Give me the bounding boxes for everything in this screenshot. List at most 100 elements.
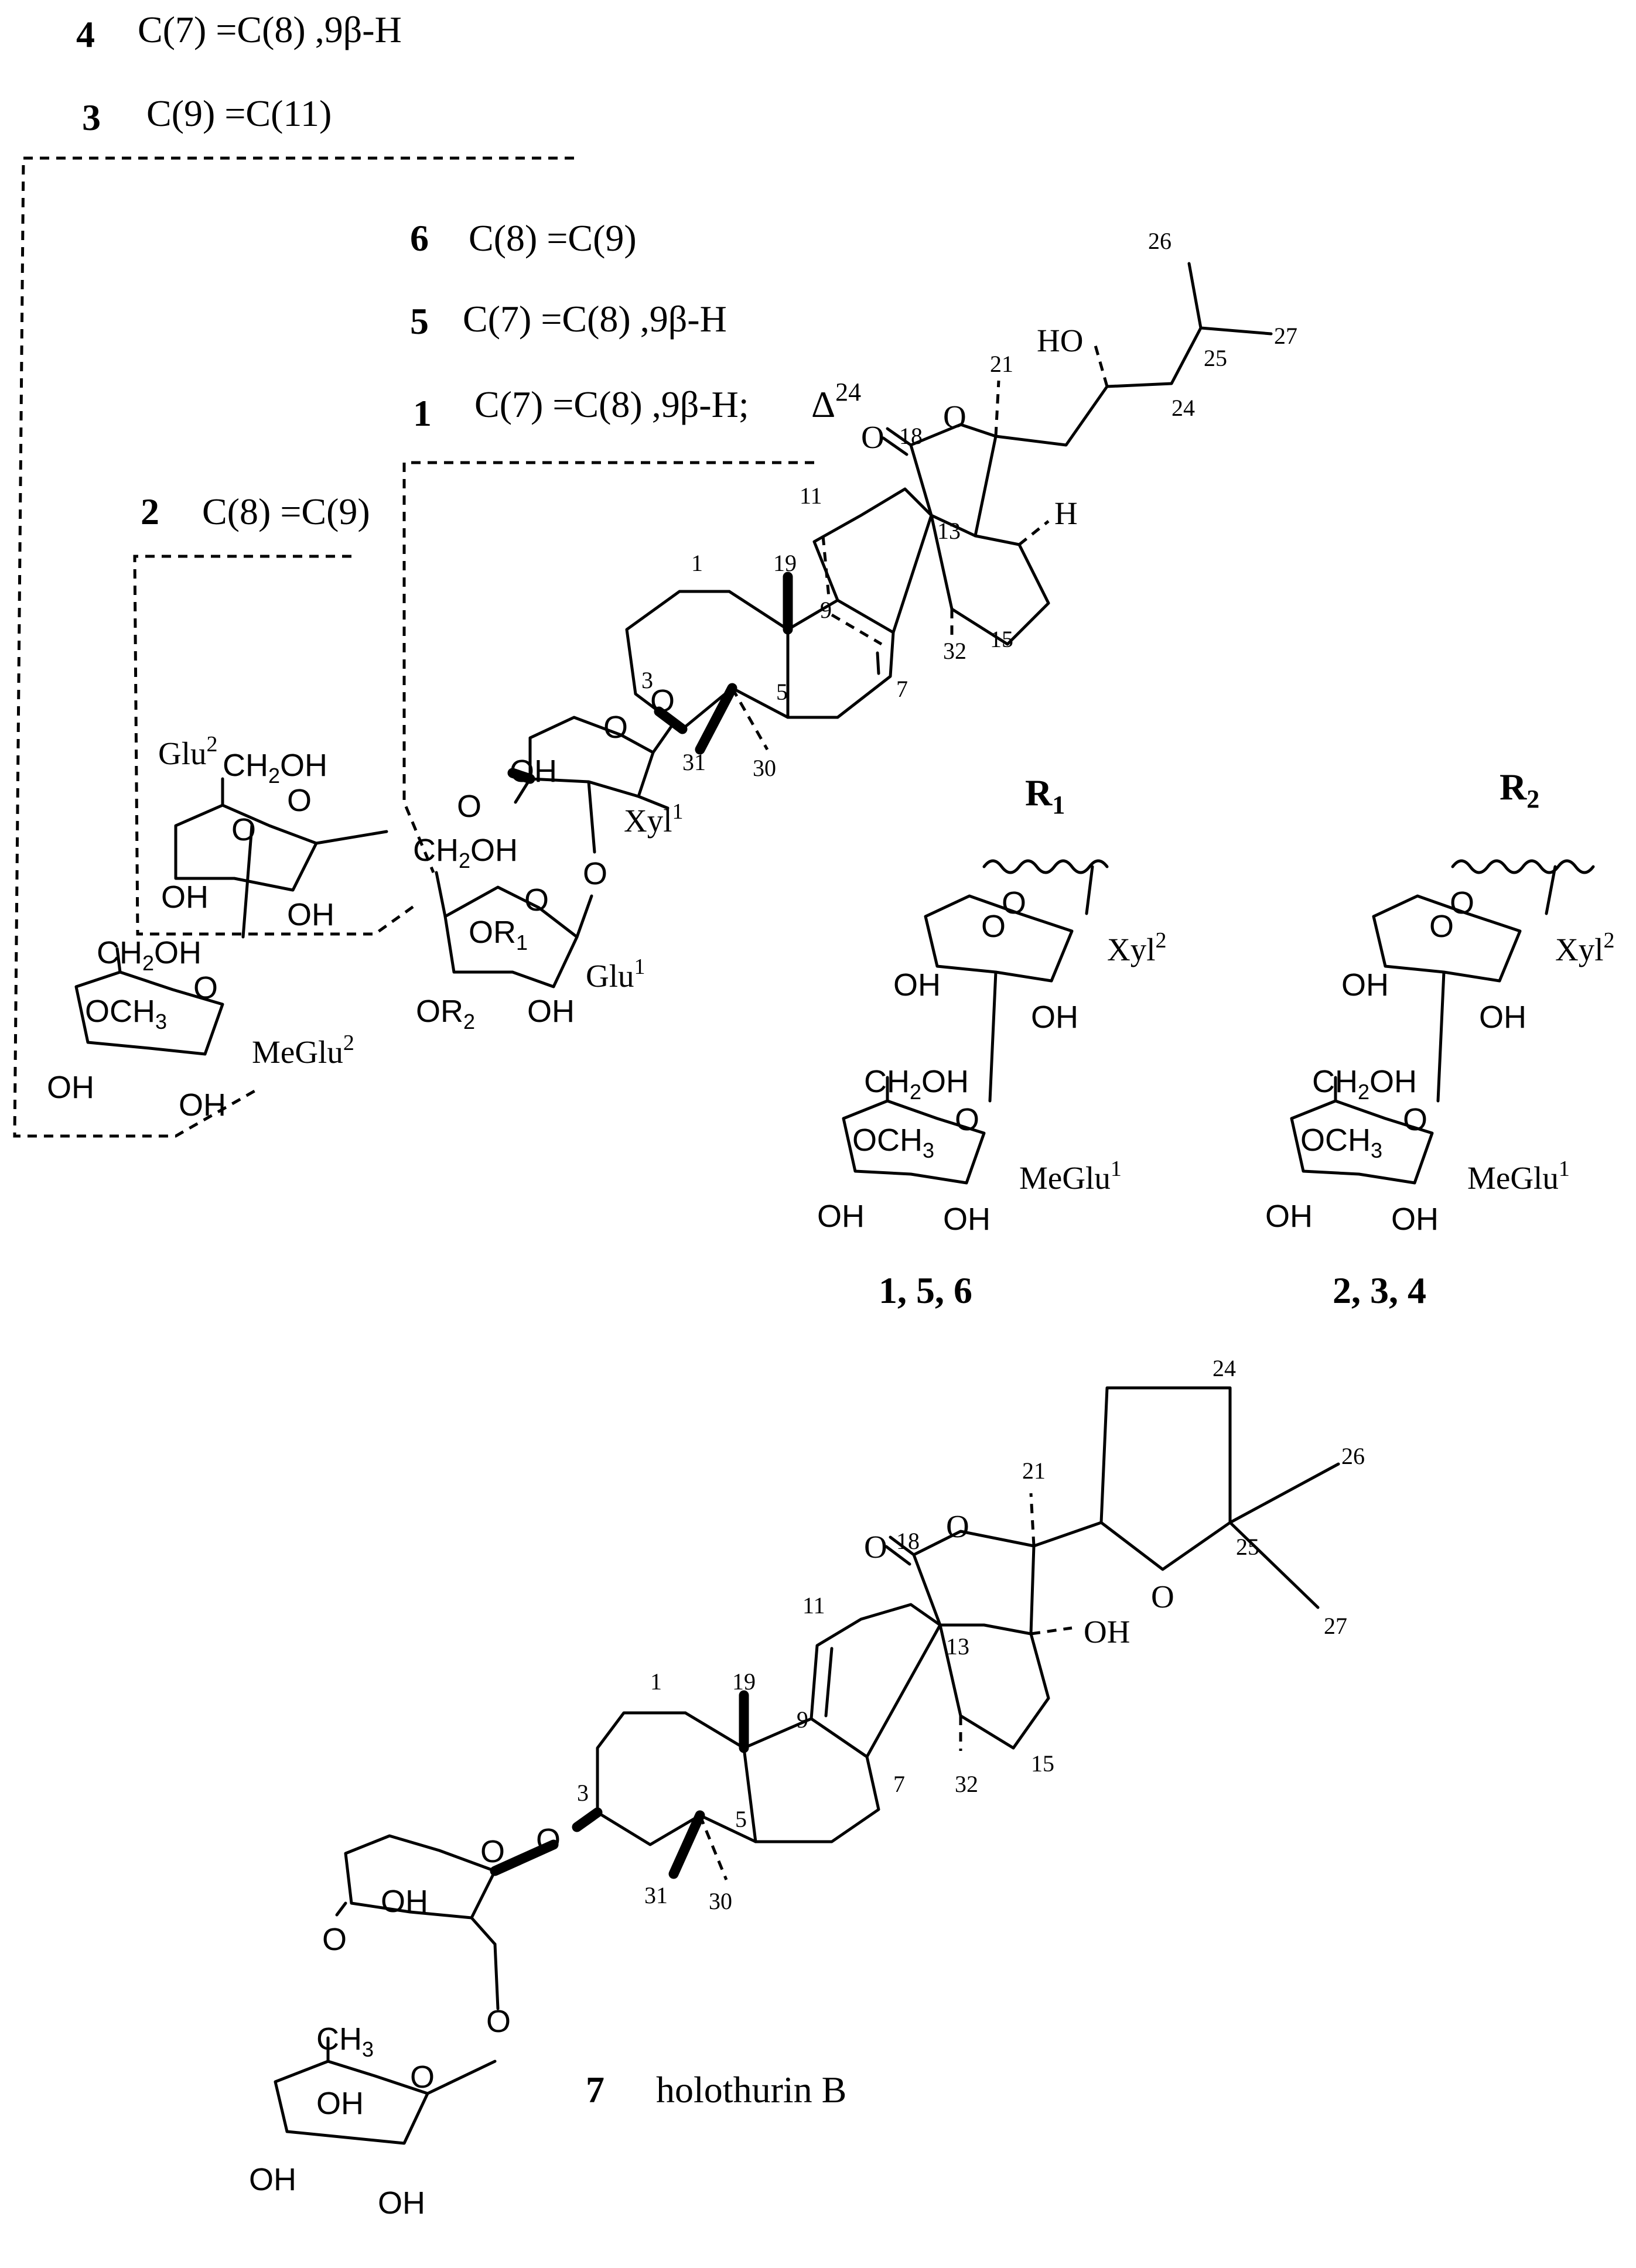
- svg-text:OH: OH: [381, 1884, 428, 1919]
- svg-text:OH: OH: [378, 2185, 425, 2221]
- svg-text:15: 15: [1031, 1750, 1054, 1777]
- svg-text:15: 15: [990, 626, 1013, 652]
- svg-text:OH: OH: [179, 1087, 226, 1123]
- svg-text:CH3: CH3: [316, 2021, 374, 2061]
- svg-text:CH2OH: CH2OH: [413, 833, 518, 873]
- svg-text:32: 32: [955, 1771, 978, 1797]
- r2-substituent: R2 O O OH OH Xyl2 CH2OH O OCH3 OH OH MeG…: [1265, 766, 1615, 1311]
- compound-7-label: 7 holothurin B: [586, 2069, 846, 2110]
- svg-text:OH: OH: [1031, 1000, 1078, 1035]
- svg-text:O: O: [943, 399, 966, 435]
- svg-text:1: 1: [650, 1668, 662, 1695]
- svg-text:5: 5: [735, 1806, 747, 1832]
- svg-text:24: 24: [1172, 395, 1195, 421]
- svg-text:7: 7: [896, 676, 908, 702]
- svg-text:MeGlu1: MeGlu1: [1467, 1157, 1570, 1196]
- svg-text:MeGlu2: MeGlu2: [252, 1031, 354, 1070]
- svg-text:O: O: [650, 683, 675, 719]
- svg-text:O: O: [1450, 885, 1474, 921]
- svg-text:CH2OH: CH2OH: [97, 935, 201, 975]
- svg-text:OH: OH: [1265, 1199, 1313, 1234]
- svg-text:OH: OH: [893, 967, 941, 1003]
- top-aglycone: H O O HO 26 27 25 24 21 18 11 13 1 19 9 …: [625, 228, 1297, 781]
- svg-text:32: 32: [943, 638, 966, 664]
- svg-text:O: O: [583, 856, 607, 891]
- sugar-glu2: Glu2 CH2OH O O OH OH: [158, 732, 388, 939]
- svg-text:O: O: [536, 1822, 561, 1857]
- svg-text:O: O: [861, 419, 884, 455]
- svg-text:Xyl2: Xyl2: [1555, 928, 1615, 967]
- svg-text:27: 27: [1324, 1613, 1347, 1639]
- svg-text:27: 27: [1274, 323, 1297, 349]
- delta-24-label: Δ24: [811, 378, 861, 425]
- compound-7-aglycone: OH O O O 24 26 25 21 18 27 11 13 1 19 9 …: [572, 1355, 1365, 1914]
- svg-text:O: O: [1403, 1102, 1427, 1137]
- svg-text:O: O: [410, 2060, 435, 2095]
- svg-text:OH: OH: [316, 2086, 364, 2121]
- svg-text:C(7) =C(8) ,9β-H: C(7) =C(8) ,9β-H: [138, 9, 402, 50]
- svg-text:O: O: [231, 812, 256, 847]
- svg-text:26: 26: [1148, 228, 1172, 254]
- svg-text:3: 3: [82, 97, 101, 138]
- svg-text:OH: OH: [510, 754, 557, 789]
- svg-text:OH: OH: [943, 1202, 991, 1237]
- note-compound-5: 5 C(7) =C(8) ,9β-H: [410, 298, 727, 342]
- svg-text:4: 4: [76, 13, 95, 55]
- svg-text:9: 9: [820, 597, 832, 623]
- svg-text:O: O: [524, 882, 549, 918]
- svg-text:30: 30: [753, 755, 776, 781]
- svg-text:Glu1: Glu1: [586, 955, 645, 994]
- svg-text:1, 5, 6: 1, 5, 6: [879, 1270, 972, 1311]
- svg-text:OR1: OR1: [469, 915, 528, 955]
- svg-text:O: O: [603, 710, 628, 745]
- svg-text:OCH3: OCH3: [85, 994, 167, 1034]
- svg-text:13: 13: [946, 1633, 969, 1660]
- svg-text:O: O: [457, 789, 481, 824]
- svg-text:CH2OH: CH2OH: [864, 1064, 969, 1104]
- r1-substituent: R1 O O OH OH Xyl2 CH2OH O OCH3 OH OH MeG…: [817, 772, 1167, 1311]
- svg-text:OH: OH: [1391, 1202, 1439, 1237]
- svg-text:3: 3: [577, 1780, 589, 1806]
- svg-text:MeGlu1: MeGlu1: [1019, 1157, 1122, 1196]
- svg-text:OH: OH: [1341, 967, 1389, 1003]
- svg-text:1: 1: [413, 392, 432, 434]
- svg-text:C(9) =C(11): C(9) =C(11): [146, 93, 332, 134]
- svg-text:2: 2: [141, 491, 159, 532]
- sugar-xyl1: O O OH O O Xyl1: [457, 683, 684, 891]
- svg-text:O: O: [955, 1102, 979, 1137]
- svg-text:25: 25: [1204, 345, 1227, 371]
- svg-text:C(7) =C(8) ,9β-H;: C(7) =C(8) ,9β-H;: [474, 384, 749, 425]
- compound-7-quinovose: CH3 O OH OH OH: [249, 2021, 497, 2221]
- svg-text:OCH3: OCH3: [1300, 1123, 1382, 1162]
- svg-text:O: O: [322, 1922, 347, 1957]
- svg-text:26: 26: [1341, 1443, 1365, 1469]
- svg-text:3: 3: [641, 667, 653, 693]
- note-compound-6: 6 C(8) =C(9): [410, 217, 637, 259]
- svg-text:2, 3, 4: 2, 3, 4: [1333, 1270, 1426, 1311]
- note-compound-2: 2 C(8) =C(9): [141, 491, 370, 532]
- svg-text:OH: OH: [161, 880, 209, 915]
- svg-text:H: H: [1054, 495, 1078, 531]
- svg-text:C(7) =C(8) ,9β-H: C(7) =C(8) ,9β-H: [463, 298, 727, 340]
- note-compound-1: 1 C(7) =C(8) ,9β-H; Δ24: [413, 378, 861, 434]
- svg-text:9: 9: [797, 1706, 808, 1733]
- svg-text:O: O: [981, 909, 1006, 944]
- svg-text:21: 21: [1022, 1458, 1046, 1484]
- note-compound-4: 4 C(7) =C(8) ,9β-H: [76, 9, 402, 55]
- svg-text:OH: OH: [817, 1199, 865, 1234]
- svg-text:OCH3: OCH3: [852, 1123, 934, 1162]
- note-compound-3: 3 C(9) =C(11): [82, 93, 332, 138]
- svg-text:CH2OH: CH2OH: [223, 748, 327, 788]
- svg-text:OH: OH: [287, 897, 334, 932]
- svg-text:OH: OH: [47, 1070, 94, 1105]
- svg-text:24: 24: [1213, 1355, 1236, 1381]
- svg-text:OH: OH: [527, 994, 575, 1029]
- svg-text:R2: R2: [1500, 766, 1539, 813]
- svg-text:Glu2: Glu2: [158, 732, 218, 771]
- svg-text:holothurin B: holothurin B: [656, 2069, 846, 2110]
- svg-text:Xyl1: Xyl1: [624, 799, 684, 839]
- svg-text:OH: OH: [249, 2162, 296, 2197]
- dashed-brackets: [13, 156, 814, 1138]
- svg-text:OH: OH: [1084, 1614, 1130, 1650]
